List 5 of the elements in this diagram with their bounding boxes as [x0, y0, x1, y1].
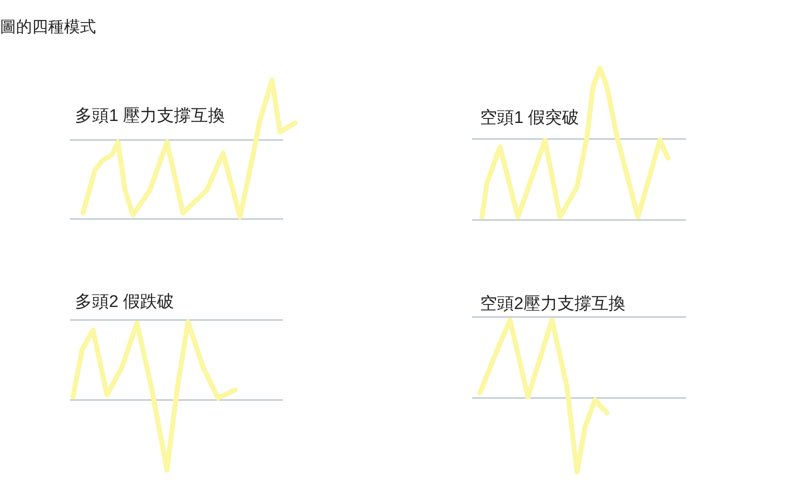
diagram-title: 圖的四種模式 — [0, 18, 96, 38]
panel-heading: 空頭2壓力支撐互換 — [480, 294, 626, 314]
panel-heading: 多頭2 假跌破 — [75, 292, 174, 312]
panel-heading: 空頭1 假突破 — [480, 108, 580, 128]
panel-heading: 多頭1 壓力支撐互換 — [75, 106, 226, 126]
